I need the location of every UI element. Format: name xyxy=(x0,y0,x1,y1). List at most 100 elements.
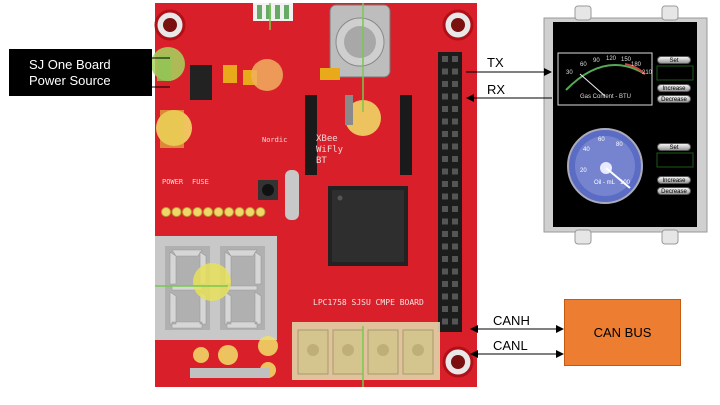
header-pin xyxy=(452,56,458,62)
decrease-button-1[interactable]: Decrease xyxy=(657,95,691,103)
capacitor-highlight xyxy=(251,59,283,91)
gauge-tick-label: 120 xyxy=(606,56,617,62)
header-pin xyxy=(442,168,448,175)
header-pin xyxy=(452,168,458,175)
decrease-button-2[interactable]: Decrease xyxy=(657,187,691,195)
power-source-line1: SJ One Board xyxy=(29,56,111,72)
header-pin xyxy=(452,156,458,162)
board-title: LPC1758 SJSU CMPE BOARD xyxy=(313,298,424,307)
canh-label: CANH xyxy=(493,313,530,328)
header-pin xyxy=(452,206,458,212)
top-header xyxy=(253,3,293,21)
sj-one-board xyxy=(151,3,477,387)
wifly-label: WiFly xyxy=(316,145,344,155)
header-pin xyxy=(452,181,458,187)
power-label: POWER xyxy=(162,178,184,186)
can-bus-label: CAN BUS xyxy=(593,325,652,340)
header-pin xyxy=(452,231,458,237)
gauge-tick-label: 30 xyxy=(566,70,573,76)
xbee-socket xyxy=(305,95,412,175)
header-pin xyxy=(452,131,458,137)
header-pin xyxy=(452,193,458,200)
gold-pin xyxy=(255,207,266,217)
power-source-box: SJ One Board Power Source xyxy=(9,49,152,96)
set-button-2[interactable]: Set xyxy=(657,143,691,151)
rx-label: RX xyxy=(487,82,506,97)
gauge-tick-label: 60 xyxy=(598,137,605,143)
header-pin xyxy=(452,218,458,225)
set-button-1[interactable]: Set xyxy=(657,56,691,64)
header-pin xyxy=(452,81,458,87)
push-buttons xyxy=(292,322,440,380)
connections xyxy=(152,57,564,358)
rx-arrowhead xyxy=(466,94,474,102)
seven-segment-display xyxy=(155,236,277,340)
header-pin xyxy=(452,281,458,287)
gauge-tick-label: 210 xyxy=(642,70,653,76)
power-source-line2: Power Source xyxy=(29,72,111,88)
gold-pin xyxy=(224,207,234,217)
header-pin xyxy=(442,293,448,300)
header-pin xyxy=(442,243,448,250)
header-pin xyxy=(442,56,448,62)
crystal xyxy=(285,170,299,220)
gauge-tick-label: 80 xyxy=(616,142,623,148)
increase-button-2[interactable]: Increase xyxy=(657,176,691,184)
gauge-tick-label: 90 xyxy=(593,58,600,64)
right-pin-header xyxy=(438,52,462,332)
header-pin xyxy=(442,81,448,87)
gold-pin xyxy=(234,207,245,217)
canl-label: CANL xyxy=(493,338,528,353)
gold-pin-row xyxy=(161,207,266,217)
gauge-tick-label: 150 xyxy=(621,57,632,63)
increase-button-1[interactable]: Increase xyxy=(657,84,691,92)
header-pin xyxy=(442,106,448,112)
gauge1-caption: Gas Content - BTU xyxy=(580,94,632,100)
header-pin xyxy=(452,243,458,250)
header-pin xyxy=(442,181,448,187)
can-bus-box: CAN BUS xyxy=(564,299,681,366)
header-pin xyxy=(442,256,448,262)
nordic-label: Nordic xyxy=(262,136,288,144)
bt-label: BT xyxy=(316,156,327,166)
header-pin xyxy=(442,118,448,125)
display-highlight xyxy=(193,263,231,301)
header-pin xyxy=(452,118,458,125)
battery-holder xyxy=(329,4,391,78)
tx-arrowhead xyxy=(544,68,552,76)
header-pin xyxy=(442,206,448,212)
gauge-tick-label: 40 xyxy=(583,147,590,153)
voltage-regulator xyxy=(190,65,212,100)
header-pin xyxy=(452,93,458,100)
header-pin xyxy=(442,143,448,150)
lcd-display-module xyxy=(543,5,708,245)
gauge2-caption: Oil - mL xyxy=(594,180,615,186)
header-pin xyxy=(452,318,458,325)
gold-pin xyxy=(192,207,203,217)
tx-label: TX xyxy=(487,55,504,70)
header-pin xyxy=(452,68,458,75)
gold-pin xyxy=(161,207,171,217)
gauge-tick-label: 20 xyxy=(580,168,587,174)
header-pins xyxy=(442,56,458,325)
header-pin xyxy=(452,293,458,300)
gold-pin xyxy=(182,207,192,217)
header-pin xyxy=(452,143,458,150)
gauge-tick-label: 100 xyxy=(620,180,631,186)
header-pin xyxy=(452,268,458,275)
header-pin xyxy=(452,106,458,112)
gold-pin xyxy=(245,207,255,217)
header-pin xyxy=(442,93,448,100)
xbee-label: XBee xyxy=(316,134,338,144)
header-pin xyxy=(442,268,448,275)
header-pin xyxy=(442,156,448,162)
header-pin xyxy=(442,218,448,225)
gold-pin xyxy=(213,207,224,217)
gold-pin xyxy=(203,207,213,217)
header-pin xyxy=(452,306,458,312)
lpc1758-chip xyxy=(328,186,408,266)
header-pin xyxy=(442,131,448,137)
header-pin xyxy=(442,281,448,287)
header-pin xyxy=(442,306,448,312)
header-pin xyxy=(452,256,458,262)
